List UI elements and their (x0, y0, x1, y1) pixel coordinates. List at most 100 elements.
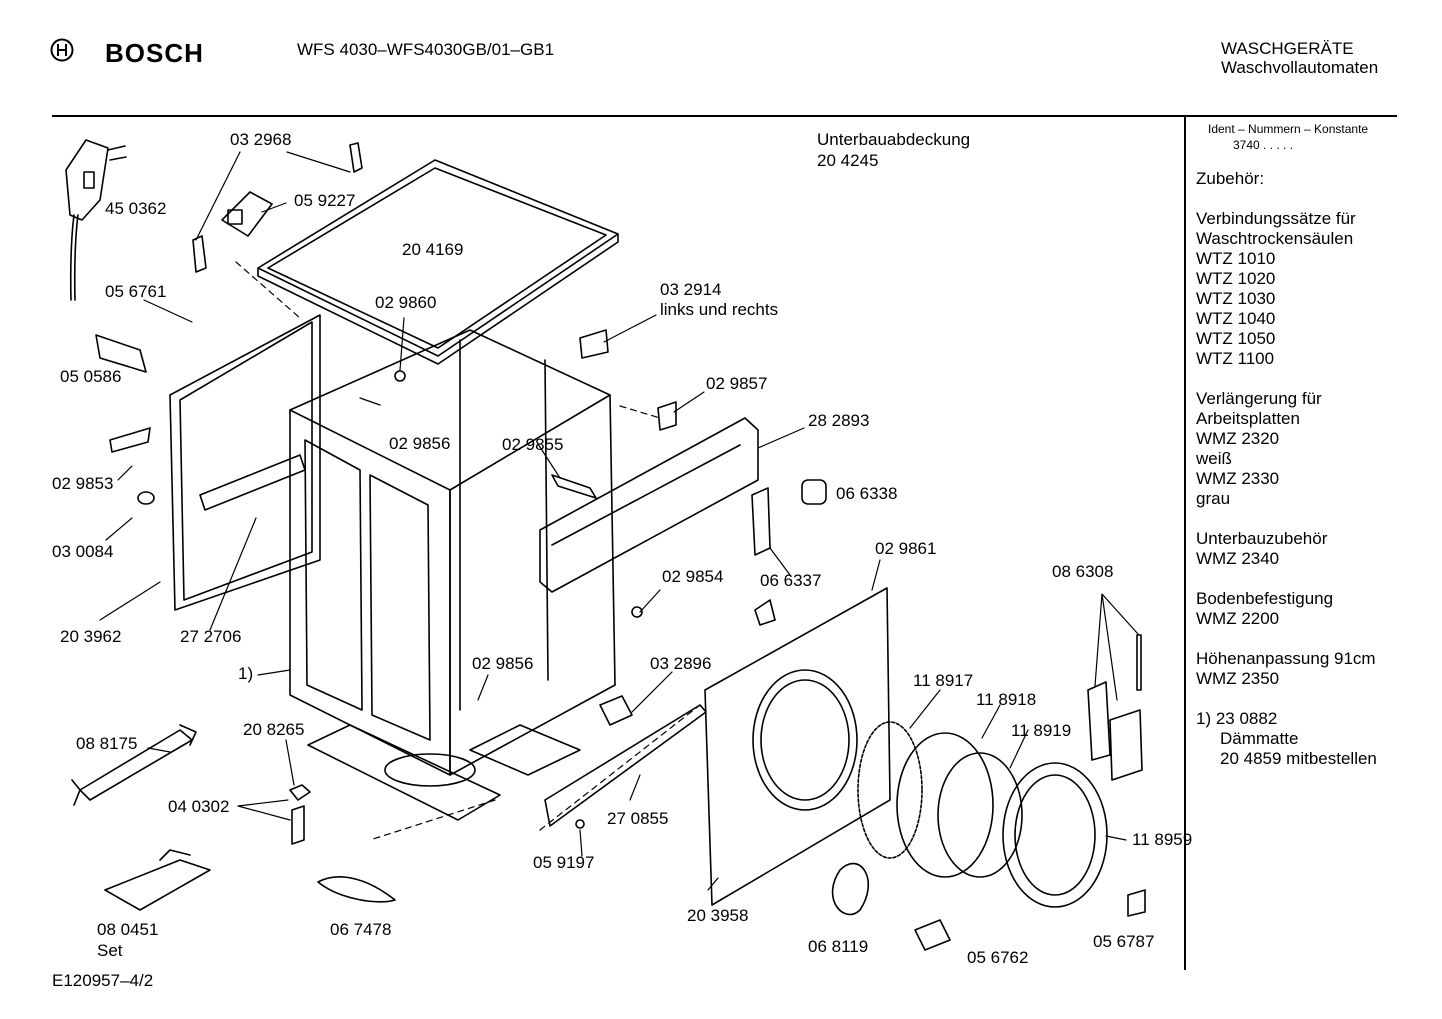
exploded-view-drawing (65, 139, 1146, 951)
power-plug-icon (65, 139, 127, 301)
accessory-line: Arbeitsplatten (1196, 409, 1300, 428)
bosch-logo-icon (50, 38, 74, 62)
part-label: Set (97, 941, 123, 960)
part-label: 05 0586 (60, 367, 122, 386)
part-label: 11 8917 (913, 671, 974, 690)
part-label: 11 8959 (1132, 830, 1193, 849)
part-label: 45 0362 (105, 199, 167, 218)
ident-label: Ident – Nummern – Konstante (1208, 122, 1369, 136)
part-label: 03 2968 (230, 130, 292, 149)
part-label: 02 9853 (52, 474, 114, 493)
accessory-line: 20 4859 mitbestellen (1220, 749, 1377, 768)
sidebar-divider (1184, 117, 1186, 970)
accessory-line (1196, 509, 1377, 529)
category-title: WASCHGERÄTE (1221, 39, 1354, 58)
accessories-list: Zubehör: Verbindungssätze für Waschtrock… (1196, 169, 1377, 769)
trim-strip (544, 704, 707, 827)
belt-part (317, 876, 396, 903)
accessory-line: WMZ 2350 (1196, 669, 1280, 688)
part-label: 08 8175 (76, 734, 138, 753)
assembly-guides (235, 261, 701, 841)
accessory-line: Zubehör: (1196, 169, 1265, 188)
part-label: 20 3958 (687, 906, 749, 925)
part-label: 27 0855 (607, 809, 669, 828)
top-cover (257, 159, 619, 365)
accessory-line: WMZ 2340 (1196, 549, 1280, 568)
part-label: 08 0451 (97, 920, 159, 939)
part-label: 06 8119 (808, 937, 869, 956)
model-number: WFS 4030–WFS4030GB/01–GB1 (297, 40, 555, 59)
part-label: 05 6761 (105, 282, 167, 301)
accessory-line: Dämmatte (1220, 729, 1299, 748)
part-label: 02 9857 (706, 374, 768, 393)
accessory-line (1196, 689, 1377, 709)
unterbau-title: Unterbauabdeckung (817, 130, 971, 149)
part-label: 06 7478 (330, 920, 392, 939)
part-label: 04 0302 (168, 797, 230, 816)
leader-lines (99, 151, 1139, 891)
base-tray (307, 724, 581, 821)
part-label: 02 9861 (875, 539, 937, 558)
control-module (221, 191, 273, 237)
front-panel (704, 587, 891, 906)
accessory-line: WTZ 1020 (1196, 269, 1276, 288)
part-label: 27 2706 (180, 627, 242, 646)
accessory-line: 1) 23 0882 (1196, 709, 1278, 728)
part-label: 02 9856 (389, 434, 451, 453)
small-parts (95, 329, 1146, 951)
unterbau-number: 20 4245 (817, 151, 879, 170)
door-assembly (857, 721, 1108, 908)
footnote-ref: 1) (238, 664, 254, 683)
part-label: links und rechts (660, 300, 779, 319)
accessory-line: WMZ 2320 (1196, 429, 1280, 448)
part-label: 02 9856 (472, 654, 534, 673)
accessory-line: Bodenbefestigung (1196, 589, 1334, 608)
accessory-line: WTZ 1050 (1196, 329, 1276, 348)
part-label: 05 9227 (294, 191, 356, 210)
part-label: 02 9855 (502, 435, 564, 454)
drawing-code: E120957–4/2 (52, 971, 154, 990)
part-label: 05 6762 (967, 948, 1029, 967)
part-label: 11 8919 (1011, 721, 1072, 740)
part-label: 03 0084 (52, 542, 114, 561)
rear-channel (539, 417, 759, 593)
accessory-line (1196, 629, 1377, 649)
bracket-part (192, 142, 363, 273)
accessory-line: Waschtrockensäulen (1196, 229, 1354, 248)
part-label: 08 6308 (1052, 562, 1114, 581)
part-label: 06 6337 (760, 571, 822, 590)
height-kit (1087, 634, 1143, 781)
accessory-line: weiß (1196, 449, 1232, 468)
part-label: 11 8918 (976, 690, 1037, 709)
ident-value: 3740 . . . . . (1233, 138, 1294, 152)
foot-screws (289, 784, 311, 845)
accessory-line: Verbindungssätze für (1196, 209, 1356, 228)
accessory-line (1196, 369, 1377, 389)
part-label: 05 6787 (1093, 932, 1155, 951)
accessory-line: Unterbauzubehör (1196, 529, 1328, 548)
hinge-part (751, 479, 827, 556)
accessory-line: WTZ 1030 (1196, 289, 1276, 308)
side-panel-left (169, 314, 321, 611)
transport-plate (104, 849, 211, 911)
category-subtitle: Waschvollautomaten (1221, 58, 1379, 77)
part-label: 02 9854 (662, 567, 724, 586)
part-label: 20 3962 (60, 627, 122, 646)
part-label: 03 2914 (660, 280, 722, 299)
part-label: 06 6338 (836, 484, 898, 503)
cabinet-frame (289, 329, 616, 776)
part-label: 20 8265 (243, 720, 305, 739)
accessory-line: WTZ 1010 (1196, 249, 1276, 268)
part-label: 03 2896 (650, 654, 712, 673)
accessory-line: Höhenanpassung 91cm (1196, 649, 1376, 668)
part-label: 28 2893 (808, 411, 870, 430)
accessory-line: WTZ 1040 (1196, 309, 1276, 328)
accessory-line (1196, 189, 1377, 209)
part-label: 05 9197 (533, 853, 595, 872)
accessory-line: grau (1196, 489, 1231, 508)
accessory-line: WMZ 2200 (1196, 609, 1280, 628)
header-divider (52, 115, 1397, 117)
accessory-line: WTZ 1100 (1196, 349, 1275, 368)
part-label: 02 9860 (375, 293, 437, 312)
brand-name: BOSCH (105, 38, 204, 68)
